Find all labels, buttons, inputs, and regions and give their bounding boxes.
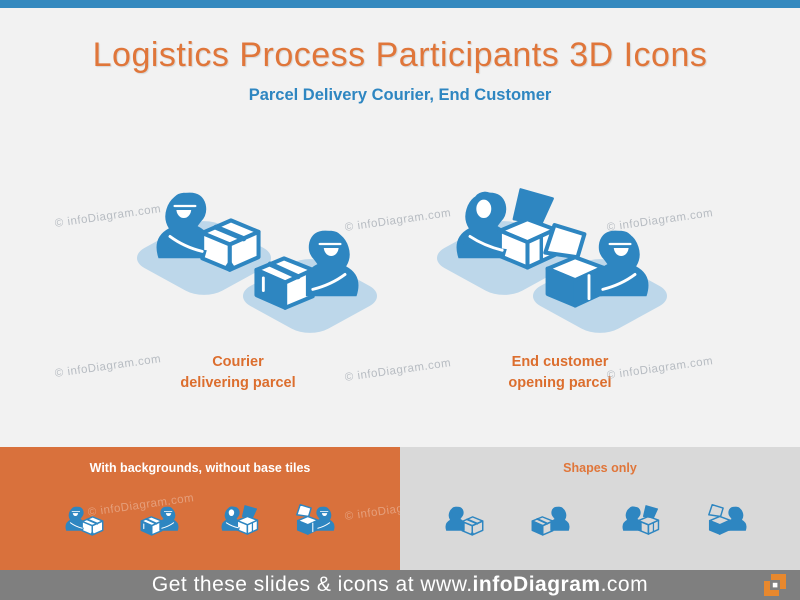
top-accent-bar <box>0 0 800 8</box>
courier-delivering-parcel-mirrored-3d-icon <box>242 212 378 333</box>
shapes-only-heading: Shapes only <box>563 461 637 475</box>
courier-delivering-parcel-3d-icon <box>136 174 272 295</box>
courier-parcel-mirrored-outline-icon <box>531 502 573 541</box>
footer-prefix: Get these slides & icons at www. <box>151 573 473 596</box>
customer-open-parcel-outline-icon <box>619 502 661 541</box>
courier-parcel-small-icon <box>62 502 104 541</box>
customer-open-parcel-mirrored-outline-icon <box>708 502 750 541</box>
page-subtitle: Parcel Delivery Courier, End Customer <box>248 86 552 104</box>
courier-parcel-mirrored-small-icon <box>140 502 182 541</box>
footer-text: Get these slides & icons at www.infoDiag… <box>152 573 648 597</box>
footer-suffix: .com <box>600 573 649 596</box>
infodiagram-logo-icon <box>764 574 786 596</box>
with-backgrounds-panel: With backgrounds, without base tiles © i… <box>0 447 400 570</box>
label-line: Courier <box>212 354 264 370</box>
watermark-text: © infoDiagram.com <box>344 357 452 384</box>
label-line: delivering parcel <box>180 375 296 391</box>
footer-brand: infoDiagram <box>472 573 601 596</box>
shapes-only-icon-row <box>400 499 800 543</box>
customer-open-parcel-small-icon <box>218 502 260 541</box>
courier-group-label: Courier delivering parcel <box>128 352 348 394</box>
footer-bar: Get these slides & icons at www.infoDiag… <box>0 570 800 600</box>
end-customer-opening-parcel-3d-icon <box>436 174 572 295</box>
end-customer-opening-parcel-mirrored-3d-icon <box>532 212 668 333</box>
page-title: Logistics Process Participants 3D Icons <box>92 36 708 74</box>
shapes-only-panel: Shapes only <box>400 447 800 570</box>
with-backgrounds-icon-row <box>0 499 400 543</box>
label-line: End customer <box>511 354 609 370</box>
label-line: opening parcel <box>508 375 612 391</box>
courier-parcel-outline-icon <box>442 502 484 541</box>
customer-group-label: End customer opening parcel <box>450 352 670 394</box>
customer-open-parcel-mirrored-small-icon <box>296 502 338 541</box>
with-backgrounds-heading: With backgrounds, without base tiles <box>89 461 311 475</box>
